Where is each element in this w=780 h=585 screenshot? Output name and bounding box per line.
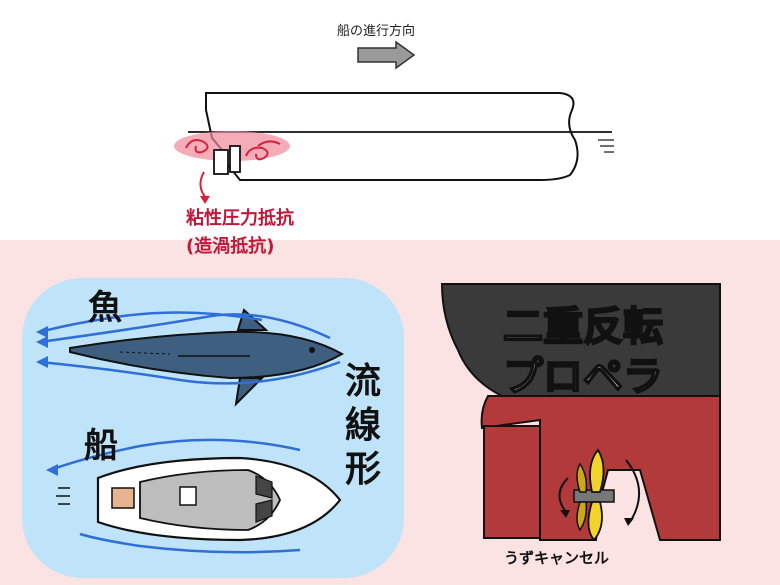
pointer-arrow	[199, 171, 207, 199]
rotation-arrowhead-right	[624, 518, 634, 526]
resistance-line1: 粘性圧力抵抗	[186, 208, 294, 229]
rudder-propeller-side	[213, 145, 241, 175]
rotation-arrow-left	[558, 477, 569, 513]
contra-rotating-propeller-title: 二重反転 プロペラ	[468, 302, 698, 402]
ship-hull-side	[188, 92, 614, 181]
ship-flow-arrowheads	[46, 464, 58, 476]
rudder	[483, 425, 541, 539]
resistance-line2: (造渦抵抗)	[186, 236, 275, 257]
contra-propeller	[573, 448, 615, 542]
ship-direction-label: 船の進行方向	[337, 24, 416, 39]
crp-title-line1: 二重反転	[502, 303, 664, 351]
pointer-arrowhead	[200, 196, 210, 204]
streamline-label: 流線形	[344, 361, 381, 490]
rotation-arrowhead-left	[560, 510, 570, 518]
vortex-cancel-label: うずキャンセル	[504, 549, 610, 567]
ship-top-view	[56, 456, 342, 542]
direction-arrow	[357, 40, 416, 70]
fish-label: 魚	[88, 288, 122, 328]
viscous-pressure-resistance-label: 粘性圧力抵抗 (造渦抵抗)	[186, 205, 294, 261]
fish-flow-lines	[39, 311, 341, 385]
rotation-arrow-right	[625, 459, 641, 523]
ship-flow-lines	[49, 438, 301, 554]
crp-title-line2: プロペラ	[502, 353, 664, 401]
fish-shape	[69, 308, 345, 407]
fish-flow-arrowheads	[36, 326, 48, 368]
ship-label: 船	[84, 426, 118, 466]
